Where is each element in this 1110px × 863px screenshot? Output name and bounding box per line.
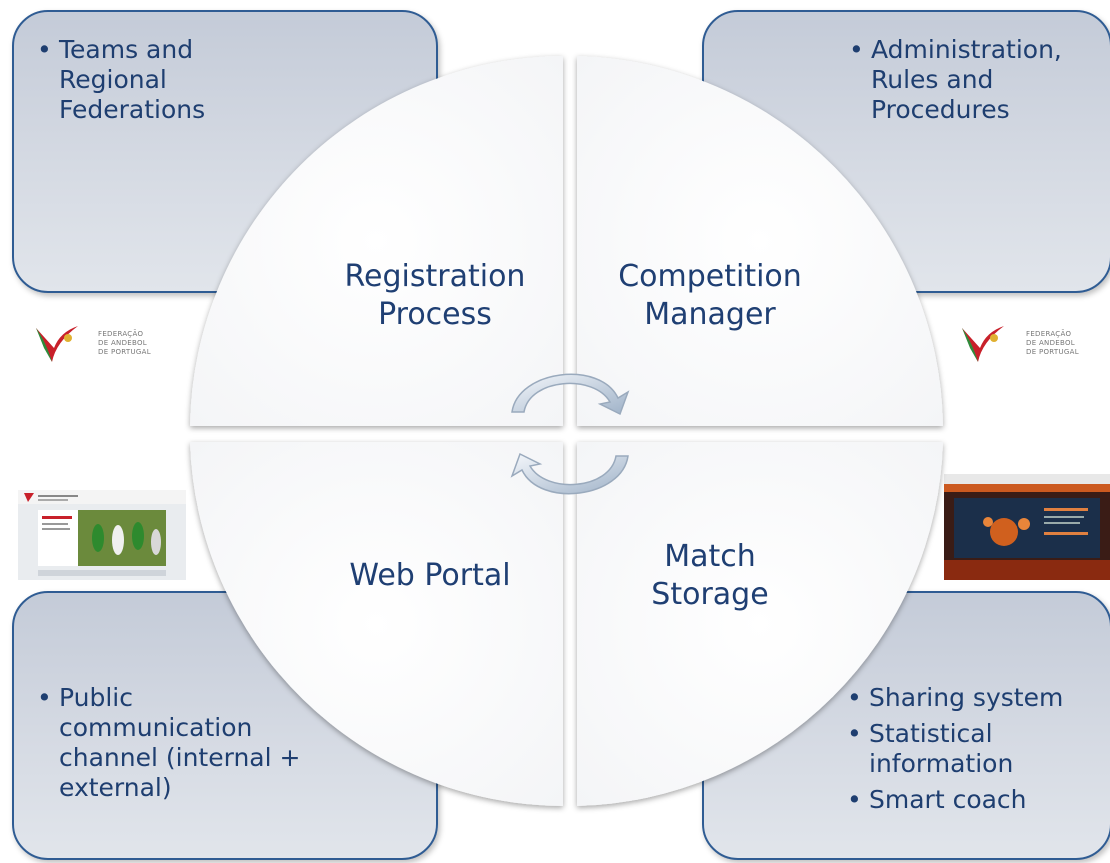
bullet-item: Public communication channel (internal +… — [34, 683, 304, 803]
bullet-item: Sharing system — [844, 683, 1104, 713]
match-storage-label: Match Storage — [651, 539, 769, 612]
logo-line-2: DE ANDEBOL — [98, 339, 147, 347]
quadrant-web-portal — [190, 442, 563, 806]
web-portal-label: Web Portal — [349, 558, 511, 593]
bullet-list: Sharing system Statistical information S… — [844, 683, 1104, 821]
cycle-arrow-icon — [511, 373, 630, 416]
quadrant-registration — [190, 56, 563, 426]
federation-logo-icon — [962, 326, 1004, 362]
logo-line-2: DE ANDEBOL — [1026, 339, 1075, 347]
bullet-item: Administration, Rules and Procedures — [846, 35, 1106, 125]
federation-logo-icon — [36, 326, 78, 362]
federation-logo-left: FEDERAÇÃO DE ANDEBOL DE PORTUGAL — [34, 318, 184, 368]
bullet-item: Smart coach — [844, 785, 1104, 815]
bullet-item: Statistical information — [844, 719, 1104, 779]
logo-line-3: DE PORTUGAL — [1026, 348, 1079, 356]
bullet-list: Teams and Regional Federations — [34, 35, 264, 131]
quadrant-competition — [577, 56, 943, 426]
web-portal-screenshot — [18, 490, 186, 580]
cycle-arrow-icon — [510, 452, 629, 495]
match-storage-screenshot — [944, 474, 1110, 580]
quadrant-match-storage — [577, 442, 943, 806]
logo-line-1: FEDERAÇÃO — [98, 330, 144, 338]
logo-line-3: DE PORTUGAL — [98, 348, 151, 356]
competition-manager-label: Competition Manager — [618, 259, 802, 332]
registration-process-label: Registration Process — [344, 259, 526, 332]
federation-logo-right: FEDERAÇÃO DE ANDEBOL DE PORTUGAL — [960, 318, 1110, 368]
bullet-list: Administration, Rules and Procedures — [846, 35, 1106, 131]
logo-line-1: FEDERAÇÃO — [1026, 330, 1072, 338]
bullet-list: Public communication channel (internal +… — [34, 683, 304, 809]
bullet-item: Teams and Regional Federations — [34, 35, 264, 125]
